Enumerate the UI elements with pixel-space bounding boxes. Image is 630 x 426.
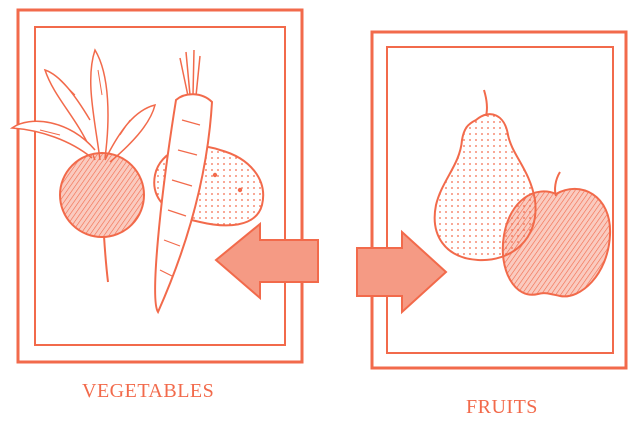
fruits-panel: [357, 32, 626, 368]
vegetables-panel: [12, 10, 318, 362]
fruits-caption: FRUITS: [466, 396, 538, 419]
beet-icon: [12, 50, 155, 282]
arrow-right-icon: [357, 232, 446, 312]
vegetables-caption: VEGETABLES: [82, 380, 214, 403]
